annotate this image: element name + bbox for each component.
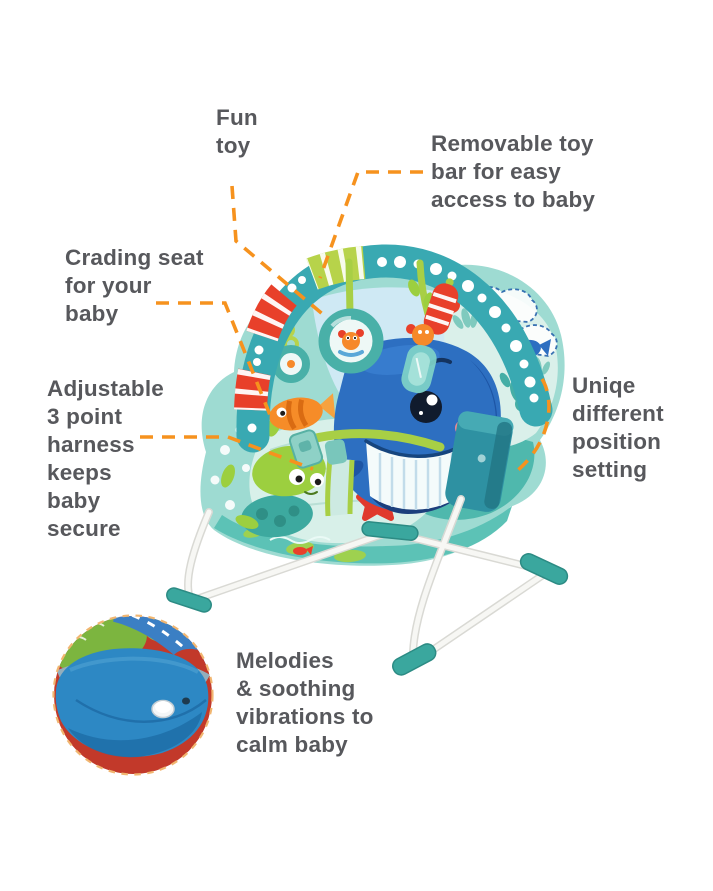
callout-removable-bar: Removable toy bar for easy access to bab…: [431, 131, 596, 212]
bouncer-product: [166, 244, 569, 676]
leader-line-position: [515, 378, 551, 473]
callout-melodies: Melodies & soothing vibrations to calm b…: [236, 648, 374, 757]
vibration-unit-inset: [52, 614, 214, 776]
frame-feet: [166, 521, 569, 676]
callout-position-setting: Uniqe different position setting: [572, 373, 664, 482]
callout-fun-toy: Fun toy: [216, 105, 258, 158]
callout-harness: Adjustable 3 point harness keeps baby se…: [47, 376, 165, 541]
leader-lines: [140, 170, 551, 473]
inset-dashed-ring: [52, 614, 214, 776]
leader-line-harness: [140, 435, 314, 471]
wire-frame: [166, 495, 569, 676]
toy-bar: [234, 244, 553, 453]
hanging-rattle-toys: [401, 259, 459, 394]
leader-line-cradling-seat: [156, 301, 274, 421]
small-red-fish-graphic: [293, 546, 313, 555]
vibration-dome: [55, 648, 209, 757]
orange-fish-graphic: [266, 393, 336, 437]
harness: [288, 429, 445, 517]
hanging-ring-toy: [318, 258, 384, 374]
recline-module: [445, 411, 514, 512]
leader-line-fun-toy: [230, 185, 328, 319]
leader-line-removable-bar: [318, 170, 423, 279]
callout-cradling-seat: Crading seat for your baby: [65, 245, 204, 326]
harness-buckle: [288, 429, 348, 469]
